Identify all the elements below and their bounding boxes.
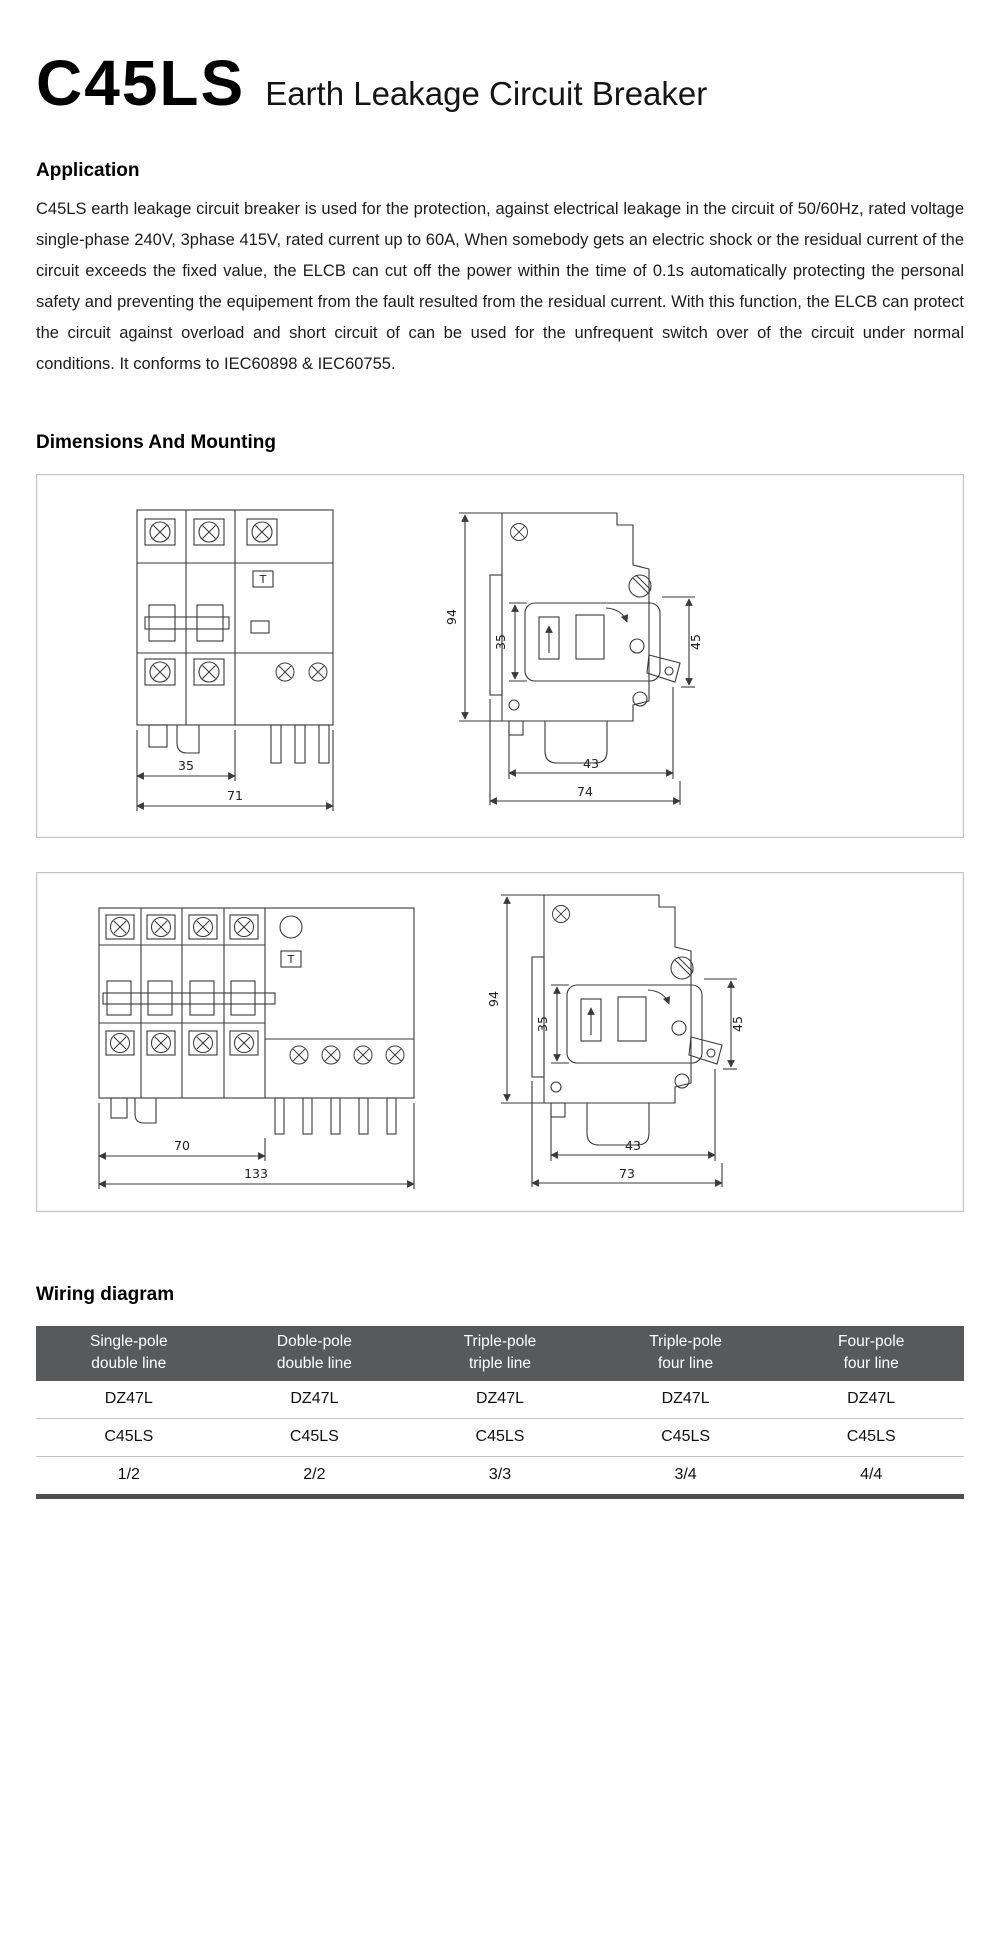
dim-rail-height: 35	[535, 1016, 550, 1032]
table-cell: C45LS	[592, 1418, 779, 1457]
application-text: C45LS earth leakage circuit breaker is u…	[36, 200, 964, 373]
dim-depth: 43	[625, 1138, 641, 1153]
front-view-4pole: T	[98, 907, 415, 1189]
dim-depth: 43	[583, 756, 599, 771]
product-model: C45LS	[36, 47, 246, 119]
screw-icon	[251, 521, 273, 543]
table-cell: C45LS	[407, 1418, 593, 1457]
toggle-handle	[147, 980, 173, 1016]
screw-icon	[198, 521, 220, 543]
table-cell: 2/2	[221, 1456, 408, 1499]
screw-icon	[289, 1045, 309, 1065]
side-view-art	[501, 895, 737, 1187]
screw-icon	[149, 521, 171, 543]
table-cell: DZ47L	[407, 1380, 593, 1419]
screw-icon	[150, 1032, 172, 1054]
table-cell: C45LS	[778, 1418, 964, 1457]
table-cell: 4/4	[778, 1456, 964, 1499]
table-row: C45LS C45LS C45LS C45LS C45LS	[36, 1418, 964, 1457]
dim-pole-width: 35	[178, 758, 194, 773]
dim-total-depth: 73	[619, 1166, 635, 1181]
table-row: 1/2 2/2 3/3 3/4 4/4	[36, 1456, 964, 1499]
screw-icon	[233, 916, 255, 938]
screw-icon	[198, 661, 220, 683]
dim-height: 94	[444, 609, 459, 625]
toggle-handle	[148, 604, 176, 642]
table-header-cell: Doble-pole double line	[221, 1326, 408, 1381]
table-cell: DZ47L	[778, 1380, 964, 1419]
dimensions-heading: Dimensions And Mounting	[36, 432, 276, 453]
wiring-table-head: Single-pole double line Doble-pole doubl…	[36, 1326, 964, 1381]
wiring-heading: Wiring diagram	[36, 1284, 175, 1305]
table-cell: DZ47L	[221, 1380, 408, 1419]
screw-icon	[353, 1045, 373, 1065]
table-row: DZ47L DZ47L DZ47L DZ47L DZ47L	[36, 1380, 964, 1419]
table-cell: DZ47L	[592, 1380, 779, 1419]
dim-height: 94	[486, 991, 501, 1007]
screw-icon	[150, 916, 172, 938]
test-button-label: T	[259, 573, 267, 586]
test-button-label: T	[287, 953, 295, 966]
screw-icon	[109, 1032, 131, 1054]
dim-total-width: 133	[244, 1166, 268, 1181]
screw-icon	[192, 1032, 214, 1054]
table-header-cell: Single-pole double line	[36, 1326, 222, 1381]
toggle-handle	[196, 604, 224, 642]
test-button-box	[280, 950, 302, 968]
dim-total-depth: 74	[577, 784, 593, 799]
dimensions-panel-4pole: T	[36, 872, 964, 1212]
dim-rail-height: 35	[493, 634, 508, 650]
screw-icon	[385, 1045, 405, 1065]
front-view-2pole: T	[136, 509, 334, 811]
dim-right-height: 45	[688, 634, 703, 650]
screw-icon	[192, 916, 214, 938]
table-cell: DZ47L	[36, 1380, 222, 1419]
dim-pole-width: 70	[174, 1138, 190, 1153]
product-subtitle: Earth Leakage Circuit Breaker	[265, 75, 708, 112]
application-heading: Application	[36, 160, 140, 181]
dimension-drawing-4pole: T	[98, 873, 745, 1189]
toggle-handle	[230, 980, 256, 1016]
dim-total-width: 71	[227, 788, 243, 803]
dim-right-height: 45	[730, 1016, 745, 1032]
side-view-4pole: 94 35 45 43 73	[486, 895, 745, 1187]
wiring-table: Single-pole double line Doble-pole doubl…	[36, 1326, 964, 1499]
dimension-drawing-2pole: T	[136, 509, 703, 811]
table-header-cell: Triple-pole triple line	[407, 1326, 593, 1381]
table-header-cell: Triple-pole four line	[592, 1326, 779, 1381]
screw-icon	[275, 662, 295, 682]
table-cell: C45LS	[36, 1418, 222, 1457]
dimensions-panel-2pole: T	[36, 474, 964, 838]
screw-icon	[149, 661, 171, 683]
toggle-handle	[106, 980, 132, 1016]
table-header-row: Single-pole double line Doble-pole doubl…	[36, 1326, 964, 1381]
product-title: C45LS Earth Leakage Circuit Breaker	[36, 46, 964, 120]
table-cell: C45LS	[221, 1418, 408, 1457]
test-button-box	[252, 570, 274, 588]
table-header-cell: Four-pole four line	[778, 1326, 964, 1381]
side-view-2pole: 94 35 45 43 74	[444, 513, 703, 805]
side-view-art	[459, 513, 695, 805]
table-cell: 3/3	[407, 1456, 593, 1499]
module-port-icon	[279, 915, 303, 939]
table-cell: 3/4	[592, 1456, 779, 1499]
screw-icon	[321, 1045, 341, 1065]
screw-icon	[109, 916, 131, 938]
wiring-table-body: DZ47L DZ47L DZ47L DZ47L DZ47L C45LS C45L…	[36, 1380, 964, 1499]
screw-icon	[233, 1032, 255, 1054]
toggle-handle	[189, 980, 215, 1016]
screw-icon	[308, 662, 328, 682]
page-content: C45LS Earth Leakage Circuit Breaker Appl…	[36, 46, 964, 1499]
table-cell: 1/2	[36, 1456, 222, 1499]
